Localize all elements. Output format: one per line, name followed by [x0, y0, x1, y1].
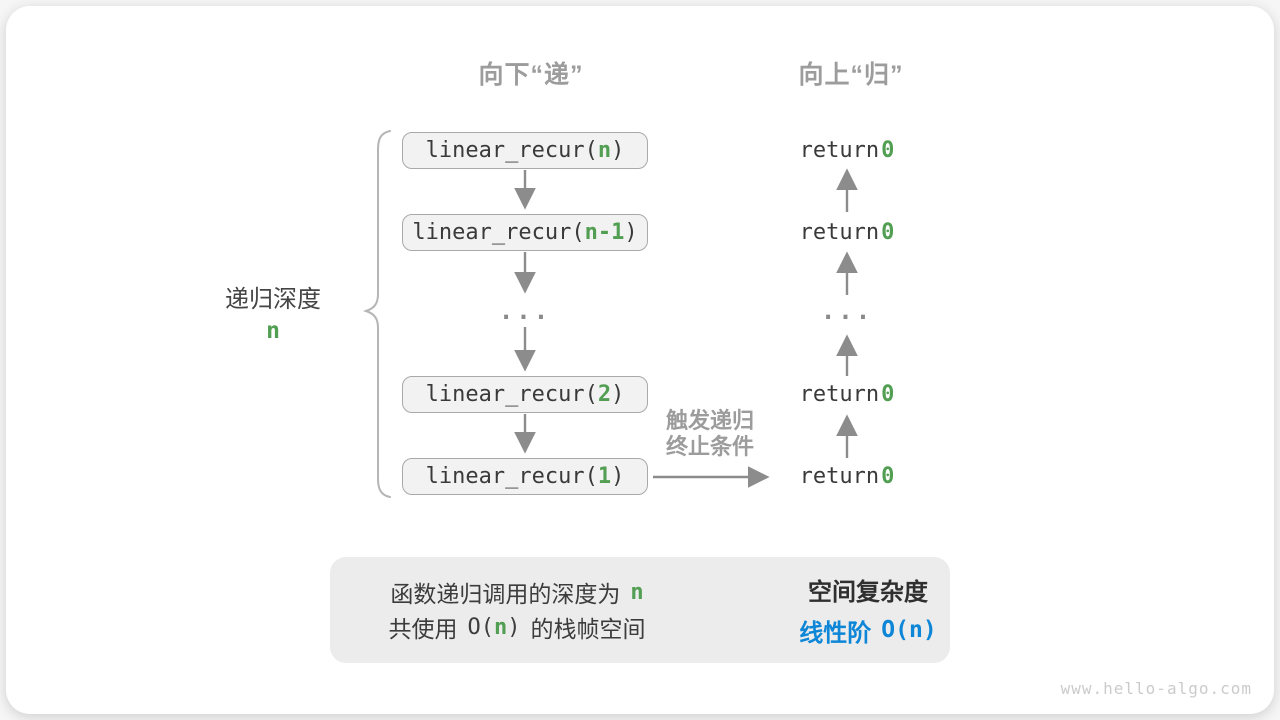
call-close-paren: ): [611, 138, 625, 163]
call-arg: 2: [597, 382, 612, 407]
return-value: 0: [881, 137, 895, 163]
base-case-line1: 触发递归: [665, 408, 754, 433]
column-header-recurse-label: 向下“递”: [478, 61, 584, 89]
call-arg: n-1: [584, 220, 625, 245]
return-value: 0: [881, 219, 895, 245]
return-statement: return 0: [747, 380, 947, 408]
call-fn-text: linear_recur(: [425, 382, 598, 407]
left-ellipsis: ...: [475, 297, 575, 325]
return-value: 0: [881, 463, 895, 489]
call-fn-text: linear_recur(: [425, 138, 598, 163]
linear-order-text: 线性阶: [799, 619, 872, 647]
call-close-paren: ): [611, 382, 625, 407]
summary-left-line1: 函数递归调用的深度为 n: [352, 578, 682, 608]
big-o-open: O(: [467, 614, 495, 640]
big-o-close: ): [507, 614, 521, 640]
column-header-return: 向上“归”: [751, 58, 951, 89]
summary-box: [330, 557, 950, 663]
space-complexity-value: 线性阶 O(n): [738, 616, 998, 647]
recursion-depth-label: 递归深度: [173, 281, 373, 313]
space-complexity-title-text: 空间复杂度: [808, 578, 928, 606]
return-keyword: return: [799, 463, 880, 489]
call-arg: 1: [597, 464, 612, 489]
call-fn-text: linear_recur(: [425, 464, 598, 489]
call-close-paren: ): [624, 220, 638, 245]
space-complexity-title: 空间复杂度: [758, 575, 978, 606]
summary-depth-var: n: [630, 579, 644, 605]
return-keyword: return: [799, 219, 880, 245]
watermark-text: www.hello-algo.com: [1060, 679, 1252, 698]
ellipsis-text: ...: [820, 297, 874, 325]
recursion-depth-value: n: [173, 318, 373, 344]
call-fn-text: linear_recur(: [412, 220, 585, 245]
return-statement: return 0: [747, 136, 947, 164]
big-o-var: n: [494, 614, 508, 640]
base-case-label: 触发递归 终止条件: [630, 408, 790, 460]
ellipsis-text: ...: [498, 297, 552, 325]
call-close-paren: ): [611, 464, 625, 489]
summary-left-line2: 共使用 O(n) 的栈帧空间: [352, 613, 682, 643]
summary-stack-post: 的栈帧空间: [530, 616, 646, 642]
right-ellipsis: ...: [797, 297, 897, 325]
return-keyword: return: [799, 137, 880, 163]
recursion-depth-n: n: [266, 318, 280, 344]
call-box-n: linear_recur(n): [402, 132, 648, 169]
summary-depth-text: 函数递归调用的深度为: [390, 581, 621, 607]
return-value: 0: [881, 381, 895, 407]
call-arg: n: [597, 138, 612, 163]
recursion-depth-text: 递归深度: [225, 285, 321, 313]
linear-order-bigo: O(n): [881, 617, 937, 643]
base-case-line2: 终止条件: [665, 434, 754, 459]
call-box-2: linear_recur(2): [402, 376, 648, 413]
call-box-1: linear_recur(1): [402, 458, 648, 495]
column-header-recurse: 向下“递”: [431, 58, 631, 89]
watermark: www.hello-algo.com: [1061, 679, 1252, 699]
summary-stack-pre: 共使用: [388, 616, 458, 642]
return-statement: return 0: [747, 218, 947, 246]
call-box-n-1: linear_recur(n-1): [402, 214, 648, 251]
return-statement: return 0: [747, 462, 947, 490]
return-keyword: return: [799, 381, 880, 407]
column-header-return-label: 向上“归”: [798, 61, 904, 89]
